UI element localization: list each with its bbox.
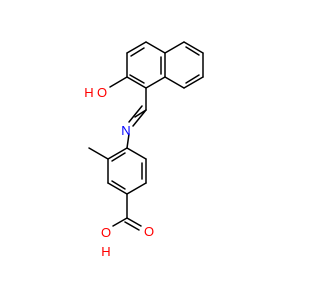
imine-n-label: N	[121, 123, 130, 138]
bond-double-inner	[111, 152, 126, 162]
bond	[164, 76, 185, 89]
bond	[164, 41, 185, 54]
bond-double-inner	[111, 180, 126, 190]
molecule-diagram: H O N O O H	[84, 41, 204, 259]
bond-imine-double	[132, 109, 147, 127]
bond-double-inner	[129, 74, 145, 84]
bond-double-inner	[130, 47, 145, 57]
bond	[126, 182, 147, 195]
bond	[107, 147, 128, 160]
bond	[107, 182, 128, 195]
bond	[126, 133, 130, 149]
bond-double-inner	[185, 74, 200, 84]
bond-imine-double	[128, 105, 143, 123]
bond-c-oh	[112, 217, 128, 227]
carboxyl-o-label: O	[101, 225, 111, 240]
carbonyl-o-label: O	[144, 224, 154, 239]
bond	[126, 41, 147, 54]
bond-carbonyl-double	[126, 217, 142, 227]
bond	[126, 147, 147, 160]
hydroxyl-h-label: H	[84, 85, 93, 100]
bond	[145, 41, 166, 54]
structure-canvas: H O N O O H	[84, 41, 204, 259]
hydroxyl-o-label: O	[97, 85, 107, 100]
bond	[145, 76, 166, 89]
naphthalene-right-ring	[164, 41, 204, 89]
bond-double-inner	[185, 46, 200, 56]
bond-c-oh	[109, 76, 128, 88]
naphthalene-left-ring	[126, 41, 166, 89]
bond-methyl	[88, 147, 109, 160]
carboxyl-h-label: H	[101, 244, 110, 259]
bond	[126, 76, 147, 89]
bond	[183, 76, 204, 89]
bond	[183, 41, 204, 54]
bond-carbonyl-double	[124, 221, 140, 231]
benzoic-ring	[107, 147, 147, 195]
